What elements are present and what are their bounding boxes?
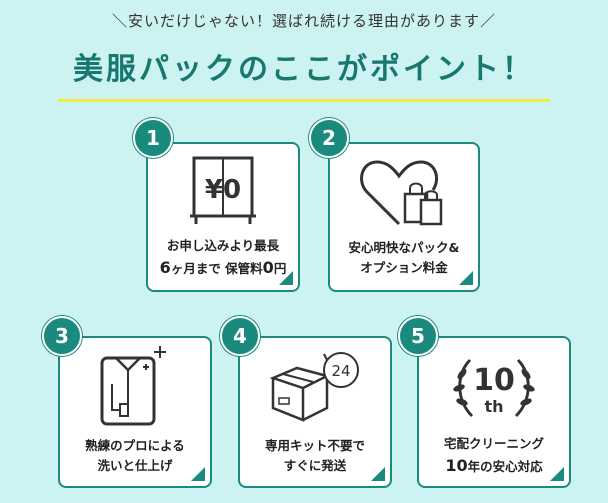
card-1-line-2: 6ヶ月まで 保管料0円 — [148, 258, 298, 279]
point-card-5: 10 th 宅配クリーニング 10年の安心対応 — [417, 336, 571, 488]
storage-closet-icon: ¥0 — [190, 154, 256, 230]
years-number: 10 — [445, 456, 468, 475]
card-1-line-1: お申し込みより最長 — [166, 238, 280, 253]
card-5-line-1: 宅配クリーニング — [443, 436, 544, 451]
box-24h-icon: 24 — [267, 346, 363, 430]
months-number: 6 — [159, 258, 171, 277]
point-card-1: ¥0 お申し込みより最長 6ヶ月まで 保管料0円 — [146, 142, 300, 292]
card-5-line-2: 10年の安心対応 — [419, 456, 569, 477]
th-suffix-text: th — [484, 397, 503, 416]
badge-4: 4 — [220, 316, 260, 356]
card-4-line-2: すぐに発送 — [283, 458, 347, 473]
card-2-line-1: 安心明快なパック& — [348, 240, 460, 255]
ten-number-text: 10 — [473, 363, 515, 398]
point-card-2: 安心明快なパック& オプション料金 — [328, 142, 480, 292]
badge-1: 1 — [133, 118, 173, 158]
card-3-line-2: 洗いと仕上げ — [97, 458, 173, 473]
badge-2: 2 — [309, 118, 349, 158]
badge-3: 3 — [42, 316, 82, 356]
fee-number: 0 — [262, 258, 274, 277]
card-4-line-1: 専用キット不要で — [264, 438, 365, 453]
yen-zero-text: ¥0 — [205, 175, 241, 205]
badge-5: 5 — [398, 316, 438, 356]
page-title: 美服パックのここがポイント！ — [73, 52, 535, 87]
card-2-line-2: オプション料金 — [360, 260, 448, 275]
card-3-line-1: 熟練のプロによる — [85, 438, 185, 453]
years-text: 年の安心対応 — [467, 459, 543, 474]
hours-24-text: 24 — [331, 362, 350, 380]
shirt-sparkle-icon — [96, 344, 174, 432]
months-text: ヶ月まで 保管料 — [170, 261, 263, 276]
yen-text: 円 — [273, 261, 287, 276]
heart-shopping-bag-icon — [359, 154, 449, 234]
point-card-4: 24 専用キット不要で すぐに発送 — [238, 336, 392, 488]
laurel-10th-icon: 10 th — [450, 346, 538, 432]
title-underline — [58, 99, 550, 102]
point-card-3: 熟練のプロによる 洗いと仕上げ — [58, 336, 212, 488]
header-subtitle: ＼安いだけじゃない！選ばれ続ける理由があります／ — [111, 12, 496, 30]
